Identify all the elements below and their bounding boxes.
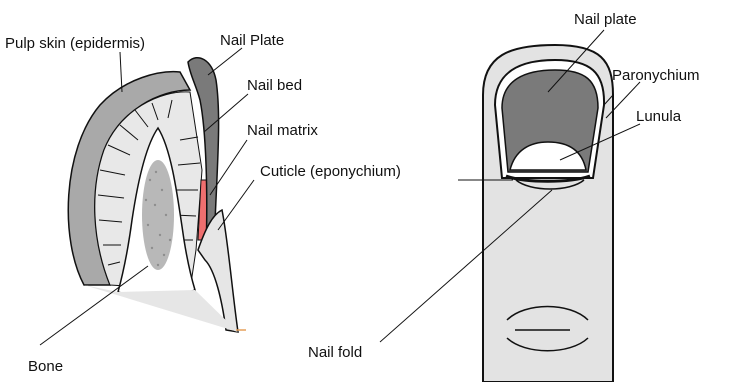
pulp-shadow-shape — [84, 285, 238, 332]
label-nail-bed: Nail bed — [247, 77, 302, 94]
label-nail-plate-left: Nail Plate — [220, 32, 284, 49]
label-bone: Bone — [28, 358, 63, 375]
label-nail-matrix: Nail matrix — [247, 122, 318, 139]
label-lunula: Lunula — [636, 108, 682, 125]
sagittal-section — [68, 58, 246, 332]
label-pulp-skin: Pulp skin (epidermis) — [5, 35, 145, 52]
label-nail-fold: Nail fold — [308, 344, 362, 361]
label-nail-plate-right: Nail plate — [574, 11, 637, 28]
bone-texture — [142, 160, 174, 270]
label-paronychium: Paronychium — [612, 67, 700, 84]
dorsal-view — [483, 45, 613, 382]
label-cuticle: Cuticle (eponychium) — [260, 163, 401, 180]
